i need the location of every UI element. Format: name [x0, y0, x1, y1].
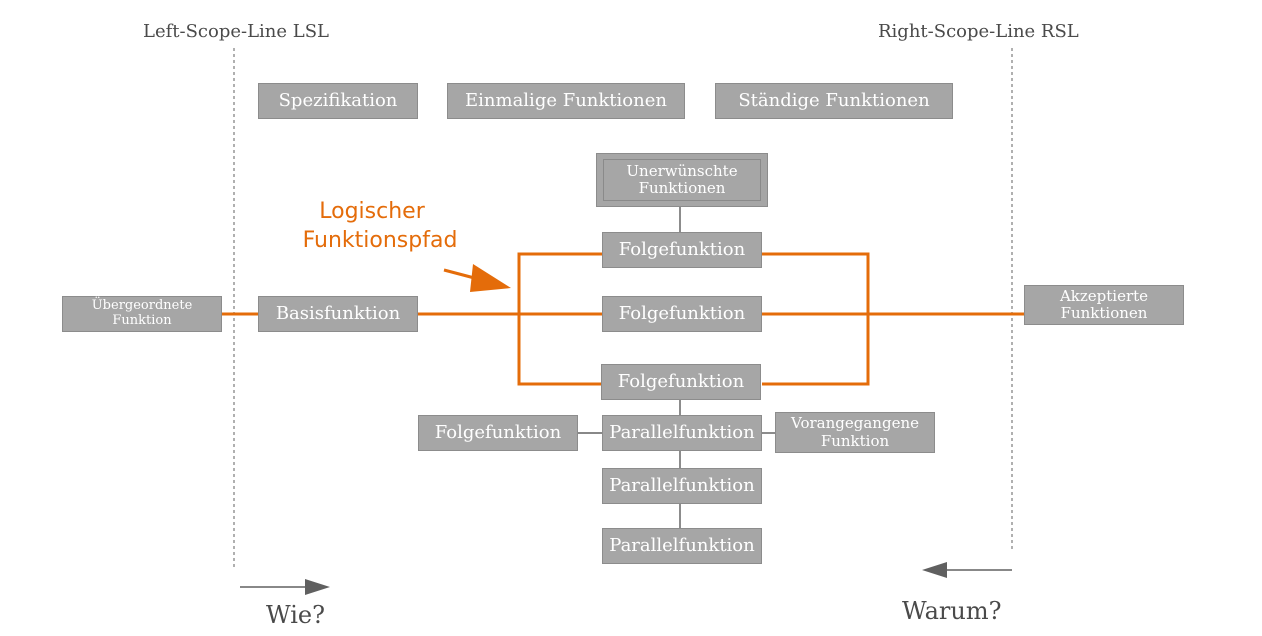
parallelfunktion-2-label: Parallelfunktion: [609, 474, 755, 496]
logic-path-label: Logischer Funktionspfad: [290, 198, 470, 255]
parallelfunktion-1-box: Parallelfunktion: [602, 415, 762, 451]
unerwuenschte-label-2: Funktionen: [638, 179, 726, 197]
folgefunktion-left-box: Folgefunktion: [418, 415, 578, 451]
parallelfunktion-2-box: Parallelfunktion: [602, 468, 762, 504]
einmalige-funktionen-box: Einmalige Funktionen: [447, 83, 685, 119]
warum-arrow-head: [922, 562, 947, 578]
uebergeordnete-funktion-box: Übergeordnete Funktion: [62, 296, 222, 332]
folgefunktion-left-label: Folgefunktion: [434, 421, 562, 443]
staendige-funktionen-label: Ständige Funktionen: [738, 89, 930, 111]
uebergeordnete-label-1: Übergeordnete: [91, 298, 193, 314]
warum-label: Warum?: [902, 597, 1002, 625]
staendige-funktionen-box: Ständige Funktionen: [715, 83, 953, 119]
logic-path-arrow-head: [470, 264, 511, 292]
folgefunktion-bottom-box: Folgefunktion: [601, 364, 761, 400]
folgefunktion-top-box: Folgefunktion: [602, 232, 762, 268]
basisfunktion-label: Basisfunktion: [275, 302, 401, 324]
einmalige-funktionen-label: Einmalige Funktionen: [465, 89, 667, 111]
akzeptierte-label-2: Funktionen: [1060, 304, 1148, 322]
parallelfunktion-3-box: Parallelfunktion: [602, 528, 762, 564]
unerwuenschte-inner-border: [603, 159, 761, 201]
logic-path-label-2: Funktionspfad: [302, 227, 458, 253]
right-scope-label: Right-Scope-Line RSL: [878, 21, 1079, 42]
logic-path-label-1: Logischer: [319, 199, 425, 224]
folgefunktion-top-label: Folgefunktion: [618, 238, 746, 260]
folgefunktion-middle-label: Folgefunktion: [618, 302, 746, 324]
folgefunktion-bottom-label: Folgefunktion: [617, 370, 745, 392]
logic-path-lines: [222, 252, 1024, 386]
akzeptierte-label-1: Akzeptierte: [1059, 286, 1149, 305]
folgefunktion-middle-box: Folgefunktion: [602, 296, 762, 332]
vorangegangene-funktion-box: Vorangegangene Funktion: [775, 412, 935, 453]
unerwuenschte-label-1: Unerwünschte: [626, 161, 738, 180]
wie-label: Wie?: [266, 601, 325, 629]
uebergeordnete-label-2: Funktion: [112, 313, 172, 328]
parallelfunktion-1-label: Parallelfunktion: [609, 421, 755, 443]
basisfunktion-box: Basisfunktion: [258, 296, 418, 332]
spezifikation-label: Spezifikation: [278, 89, 398, 111]
akzeptierte-funktionen-box: Akzeptierte Funktionen: [1024, 285, 1184, 325]
spezifikation-box: Spezifikation: [258, 83, 418, 119]
unerwuenschte-funktionen-box: Unerwünschte Funktionen: [596, 153, 768, 207]
parallelfunktion-3-label: Parallelfunktion: [609, 534, 755, 556]
vorangegangene-label-1: Vorangegangene: [791, 414, 919, 433]
wie-arrow-head: [305, 579, 330, 595]
vorangegangene-label-2: Funktion: [820, 431, 890, 450]
left-scope-label: Left-Scope-Line LSL: [143, 21, 330, 42]
